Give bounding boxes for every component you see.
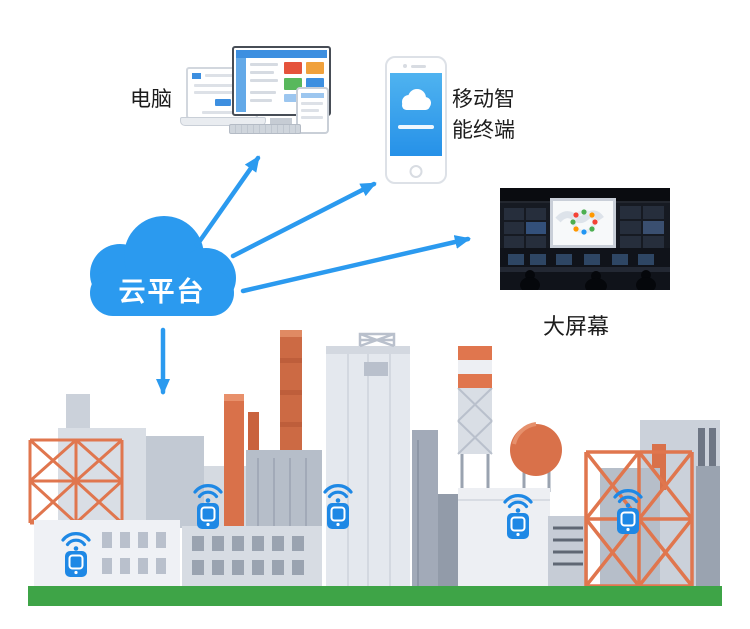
- dashboard-text-line: [250, 91, 276, 94]
- tower-top-truss: [358, 332, 396, 348]
- phone-speaker: [411, 65, 426, 68]
- computer-label: 电脑: [130, 88, 172, 111]
- right-back-buildings: [600, 420, 720, 586]
- cloud-platform-label: 云平台: [118, 277, 206, 307]
- left-back-building: [58, 428, 146, 528]
- mobile-terminal-label-line2: 能终端: [452, 119, 515, 142]
- dark-tower: [412, 430, 438, 586]
- monitor-stand: [270, 118, 292, 128]
- factory-buildings: [28, 330, 720, 588]
- louvers: [553, 526, 583, 566]
- dashboard-text-line: [250, 71, 274, 74]
- arrow-cloud-to-bigscreen: [240, 235, 471, 294]
- phone-app-caption: [398, 125, 434, 129]
- phone-screen: [390, 73, 442, 156]
- dashboard-sidebar: [236, 58, 246, 112]
- front-white-building: [34, 520, 180, 586]
- dashboard-text-line: [250, 63, 278, 66]
- dark-building: [438, 494, 462, 586]
- wifi-sensor-icon: [503, 494, 533, 541]
- mid-gray-building: [246, 450, 322, 532]
- laptop-button-block: [215, 99, 231, 106]
- tall-process-tower: [326, 332, 410, 586]
- dashboard-text-line: [250, 79, 278, 82]
- dashboard-header-bar: [236, 50, 327, 58]
- mobile-terminal-label: 移动智 能终端: [452, 84, 515, 146]
- laptop-logo-block: [192, 73, 201, 79]
- ceiling: [500, 188, 670, 201]
- keyboard: [229, 124, 301, 134]
- left-truss-structure: [28, 438, 124, 525]
- wifi-sensor-icon: [193, 484, 223, 531]
- tablet-text-line: [301, 102, 323, 105]
- mobile-terminal-label-line1: 移动智: [452, 88, 515, 111]
- wifi-sensors: [61, 484, 643, 579]
- operator-silhouettes: [520, 270, 656, 290]
- phone-app-cloud-icon: [402, 89, 431, 110]
- rooftop-block: [66, 394, 90, 434]
- tablet-device: [296, 87, 329, 134]
- cloud-icon: [90, 216, 236, 316]
- arrow-cloud-to-mobile: [230, 181, 377, 259]
- big-screen-label: 大屏幕: [543, 314, 610, 339]
- cloud-platform-node: 云平台: [84, 214, 240, 318]
- main-display-screen: [550, 198, 616, 248]
- dashboard-text-line: [250, 99, 272, 102]
- console-monitors: [508, 254, 654, 265]
- spherical-tank: [510, 422, 562, 492]
- dashboard-tile-red: [284, 62, 302, 74]
- left-mid-building: [146, 436, 204, 528]
- dashboard-tile-orange: [306, 62, 324, 74]
- phone-home-button: [409, 165, 423, 178]
- striped-tower: [457, 346, 493, 492]
- wifi-sensor-icon: [613, 489, 643, 536]
- ground-strip: [28, 586, 722, 606]
- laptop-base: [180, 117, 266, 126]
- small-building: [204, 466, 246, 528]
- windowed-building: [182, 526, 322, 586]
- tablet-text-line: [301, 109, 319, 112]
- wifi-sensor-icon: [323, 484, 353, 531]
- right-light-building: [458, 488, 588, 586]
- right-truss-structure: [584, 450, 694, 588]
- laptop-text-line: [205, 74, 235, 77]
- control-room-scene: [500, 188, 670, 290]
- windows: [102, 532, 166, 574]
- laptop-text-line: [194, 84, 250, 87]
- control-room-photo: [500, 188, 670, 290]
- tablet-header-bar: [301, 93, 324, 98]
- laptop-text-line: [194, 91, 242, 94]
- computer-node: [180, 40, 335, 140]
- laptop-text-line: [202, 111, 244, 114]
- smartphone-node: [385, 56, 447, 184]
- windows: [192, 536, 304, 575]
- left-chimneys: [224, 394, 259, 528]
- phone-camera-dot: [403, 64, 407, 68]
- wifi-sensor-icon: [61, 532, 91, 579]
- tablet-text-line: [301, 116, 323, 119]
- tall-chimney: [280, 330, 302, 530]
